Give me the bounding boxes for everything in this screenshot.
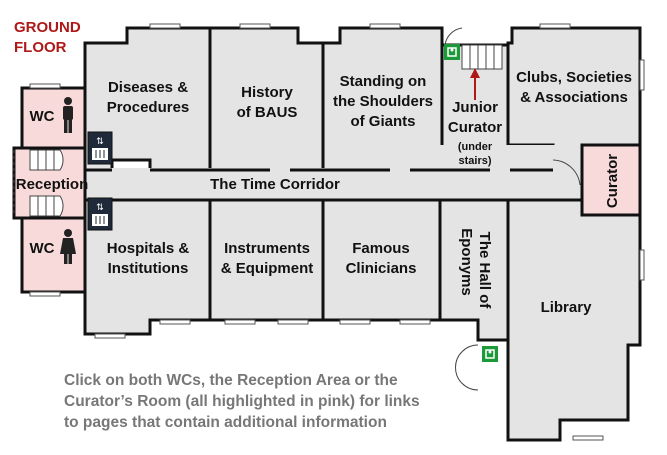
corridor-east: [440, 145, 585, 205]
room-library[interactable]: [506, 198, 642, 442]
junior-label-4: stairs): [458, 155, 491, 167]
hospitals-label-2: Institutions: [108, 260, 189, 277]
clubs-label-2: & Associations: [520, 89, 628, 106]
wc-top-label: WC: [30, 108, 55, 125]
standing-label-3: of Giants: [350, 113, 415, 130]
famous-label-2: Clinicians: [346, 260, 417, 277]
time-corridor-label: The Time Corridor: [210, 176, 340, 193]
instructions-line3: to pages that contain additional informa…: [64, 414, 387, 431]
up-arrow-icon: [470, 68, 480, 100]
instruments-label-2: & Equipment: [221, 260, 314, 277]
standing-label-2: the Shoulders: [333, 93, 433, 110]
eponyms-label-1: The Hall of: [476, 232, 493, 310]
instructions-line1: Click on both WCs, the Reception Area or…: [64, 372, 398, 389]
fire-exit-icon: [482, 346, 498, 362]
history-label-2: of BAUS: [237, 104, 298, 121]
floor-title-line1: GROUND: [14, 19, 81, 36]
junior-label-1: Junior: [452, 99, 498, 116]
lift-icon: ⇅: [87, 131, 113, 165]
junior-label-3: (under: [458, 141, 493, 153]
instruments-label-1: Instruments: [224, 240, 310, 257]
junior-label-2: Curator: [448, 119, 502, 136]
fire-exit-icon: [444, 44, 460, 60]
diseases-label-2: Procedures: [107, 99, 190, 116]
reception-stairs-icon: [29, 149, 64, 217]
female-wc-icon: [60, 229, 76, 264]
reception-label: Reception: [16, 176, 89, 193]
eponyms-label-2: Eponyms: [458, 228, 475, 296]
windows: [29, 23, 645, 441]
history-label-1: History: [241, 84, 293, 101]
stairs-icon: [461, 44, 503, 70]
library-label: Library: [541, 299, 593, 316]
hospitals-label-1: Hospitals &: [107, 240, 190, 257]
clubs-label-1: Clubs, Societies: [516, 69, 632, 86]
diseases-label-1: Diseases &: [108, 79, 188, 96]
curator-label: Curator: [604, 154, 621, 208]
instructions-line2: Curator’s Room (all highlighted in pink)…: [64, 393, 420, 410]
male-wc-icon: [63, 97, 73, 133]
lift-icon: ⇅: [87, 197, 113, 231]
wc-bottom-label: WC: [30, 240, 55, 257]
famous-label-1: Famous: [352, 240, 410, 257]
floor-title-line2: FLOOR: [14, 39, 67, 56]
standing-label-1: Standing on: [340, 73, 427, 90]
svg-text:⇅: ⇅: [96, 203, 104, 213]
svg-text:⇅: ⇅: [96, 137, 104, 147]
